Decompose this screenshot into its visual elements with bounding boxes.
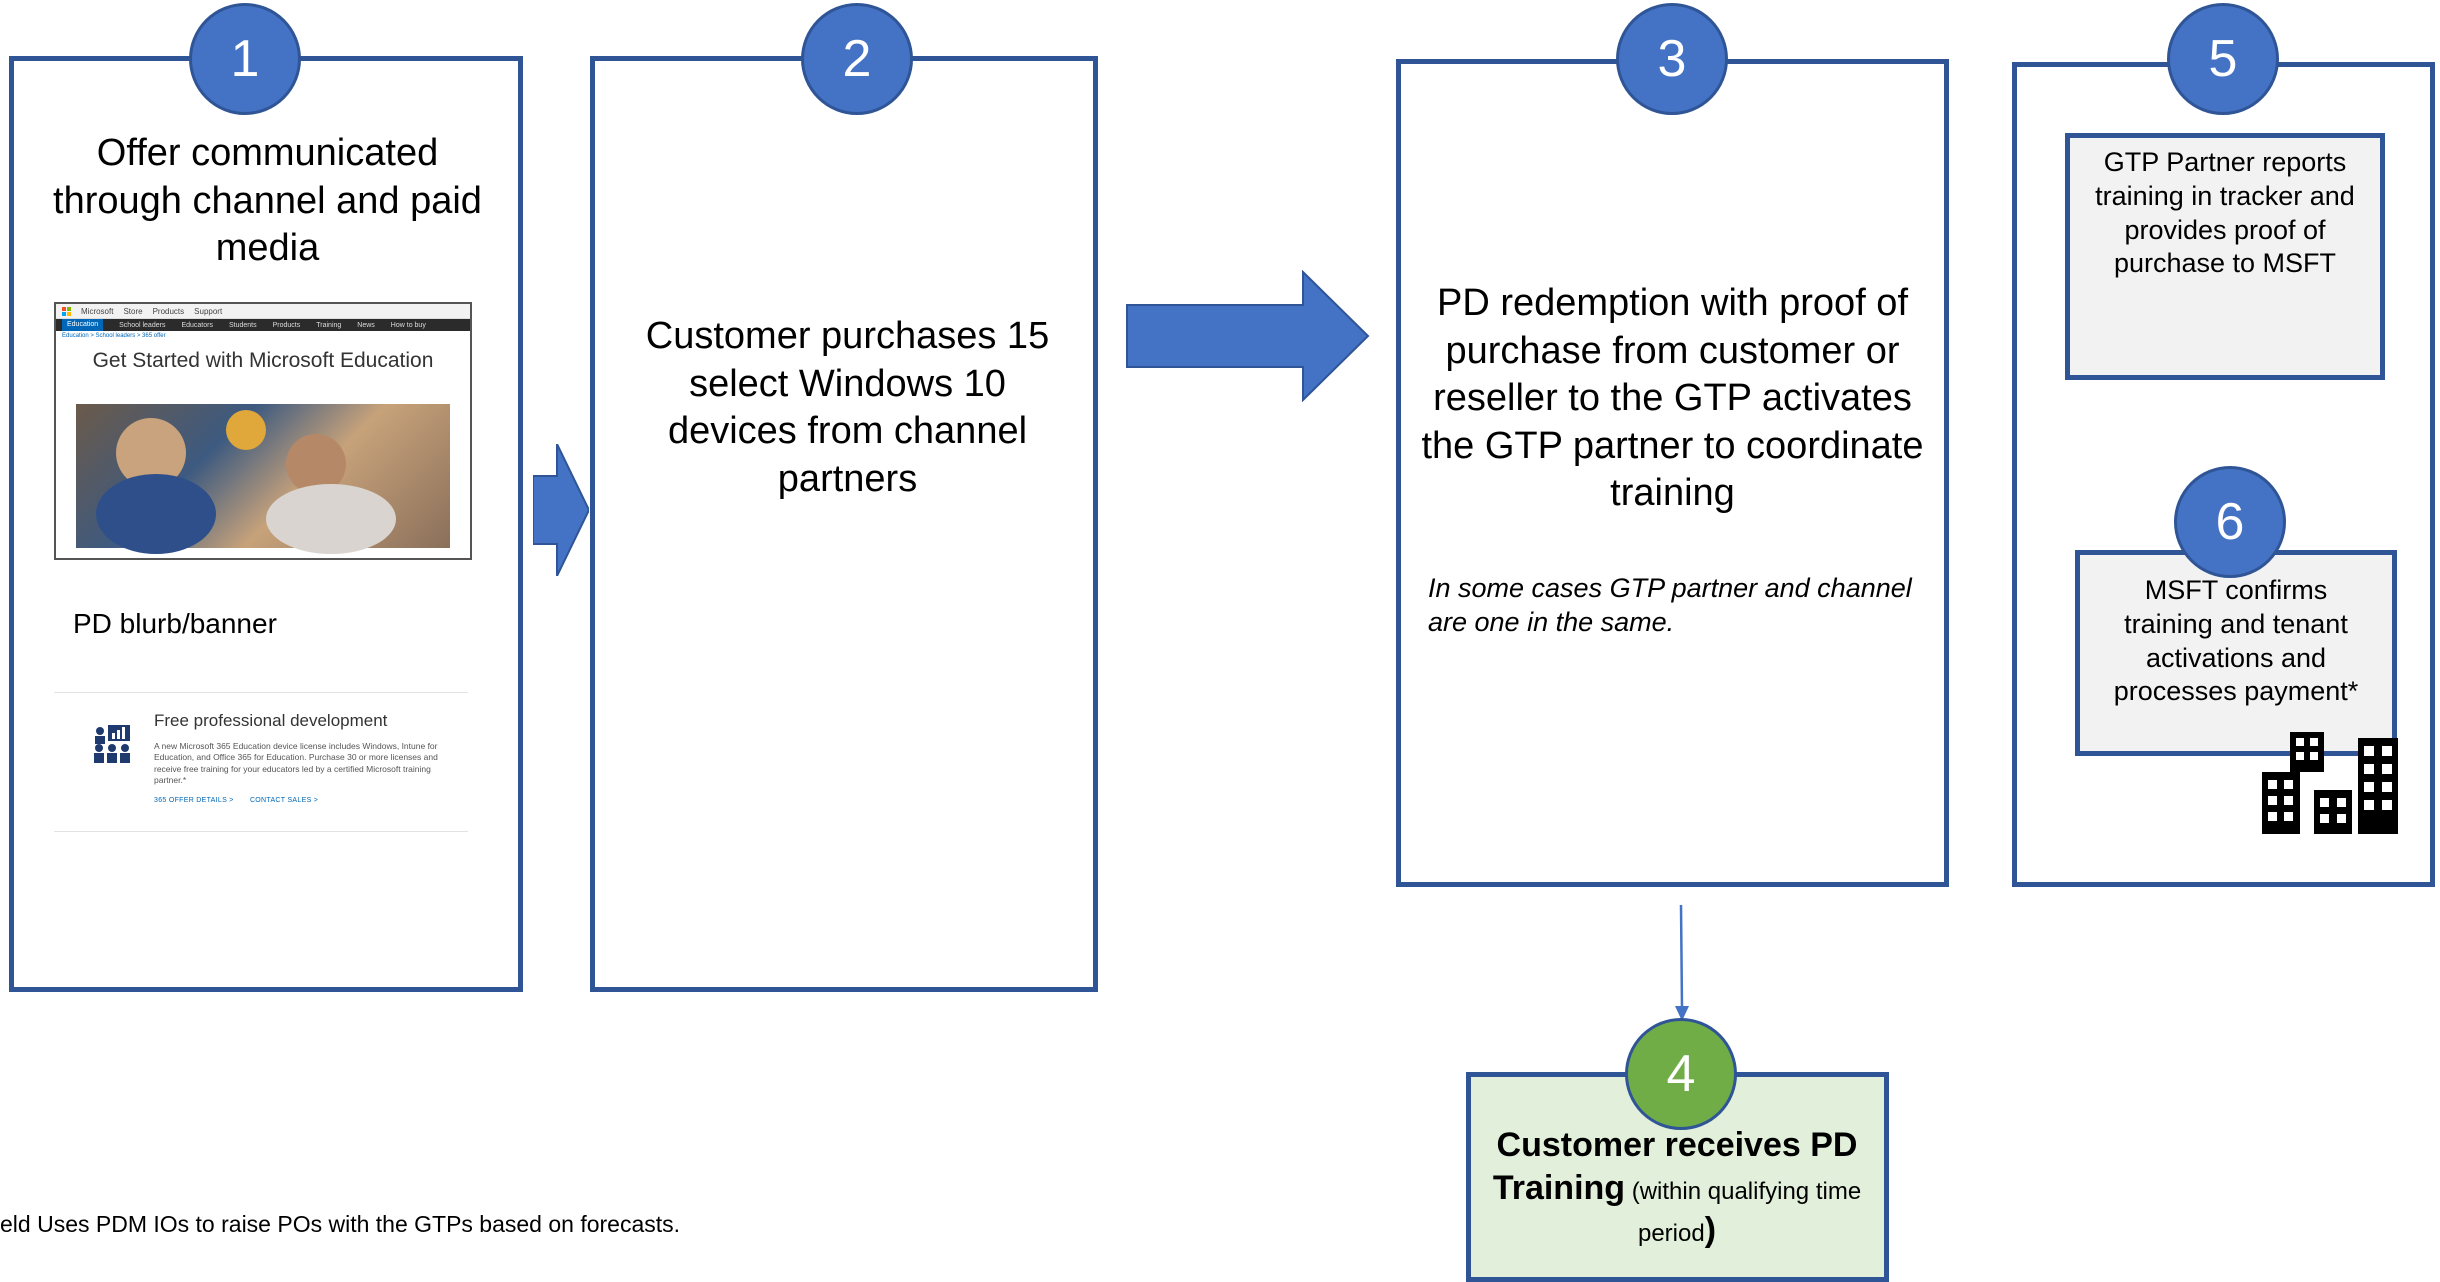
top-link: Support	[194, 306, 223, 316]
brand-name: Microsoft	[81, 306, 114, 316]
step-4-title: Customer receives PD Training (within qu…	[1486, 1124, 1868, 1252]
footnote: eld Uses PDM IOs to raise POs with the G…	[0, 1211, 681, 1237]
contact-sales-link[interactable]: CONTACT SALES >	[249, 797, 319, 804]
students-photo	[76, 404, 450, 554]
step-5-box	[2065, 133, 2385, 380]
step-1-title: Offer communicated through channel and p…	[53, 132, 482, 269]
step-4-badge: 4	[1625, 1018, 1737, 1130]
card-title: Free professional development	[154, 711, 388, 730]
nav-item: School leaders	[119, 321, 166, 329]
step-2-title: Customer purchases 15 select Windows 10 …	[645, 315, 1050, 500]
microsoft-logo-icon	[62, 306, 71, 316]
breadcrumb: Education > School leaders > 365 offer	[62, 333, 166, 339]
step-3-box	[1396, 59, 1949, 887]
step-6-badge: 6	[2174, 466, 2286, 578]
nav-item: Education	[62, 319, 104, 331]
pd-offer-card: Free professional development A new Micr…	[54, 692, 468, 832]
step-3-title: PD redemption with proof of purchase fro…	[1421, 282, 1924, 514]
step-5-text: GTP Partner reports training in tracker …	[2095, 147, 2355, 279]
step-5-badge: 5	[2167, 3, 2279, 115]
top-link: Products	[152, 306, 185, 316]
nav-item: News	[357, 321, 375, 329]
screenshot-heading: Get Started with Microsoft Education	[92, 349, 434, 372]
step-2-badge: 2	[801, 3, 913, 115]
nav-item: How to buy	[390, 321, 426, 329]
nav-item: Students	[228, 321, 257, 329]
card-body: A new Microsoft 365 Education device lic…	[154, 741, 438, 786]
top-link: Store	[123, 306, 143, 316]
arrow-down-icon	[1675, 905, 1689, 1021]
presentation-icon	[94, 725, 130, 763]
offer-screenshot: Microsoft Store Products Support Educati…	[54, 302, 472, 560]
nav-item: Products	[272, 321, 301, 329]
nav-item: Educators	[181, 321, 213, 329]
step-4-title-end: )	[1704, 1211, 1717, 1249]
arrow-right-icon	[1126, 270, 1370, 402]
step-3-note: In some cases GTP partner and channel ar…	[1428, 573, 1912, 637]
step-4-title-rest: (within qualifying time period	[1625, 1177, 1862, 1248]
arrow-right-icon	[533, 444, 589, 576]
offer-details-link[interactable]: 365 OFFER DETAILS >	[154, 797, 234, 804]
step-6-text: MSFT confirms training and tenant activa…	[2113, 575, 2359, 707]
step-3-badge: 3	[1616, 3, 1728, 115]
nav-item: Training	[316, 321, 342, 329]
banner-label: PD blurb/banner	[73, 608, 277, 639]
buildings-icon	[2262, 732, 2398, 834]
step-4-title-bold: Customer receives PD Training	[1492, 1126, 1858, 1207]
step-1-badge: 1	[189, 3, 301, 115]
step-2-box	[590, 56, 1098, 992]
